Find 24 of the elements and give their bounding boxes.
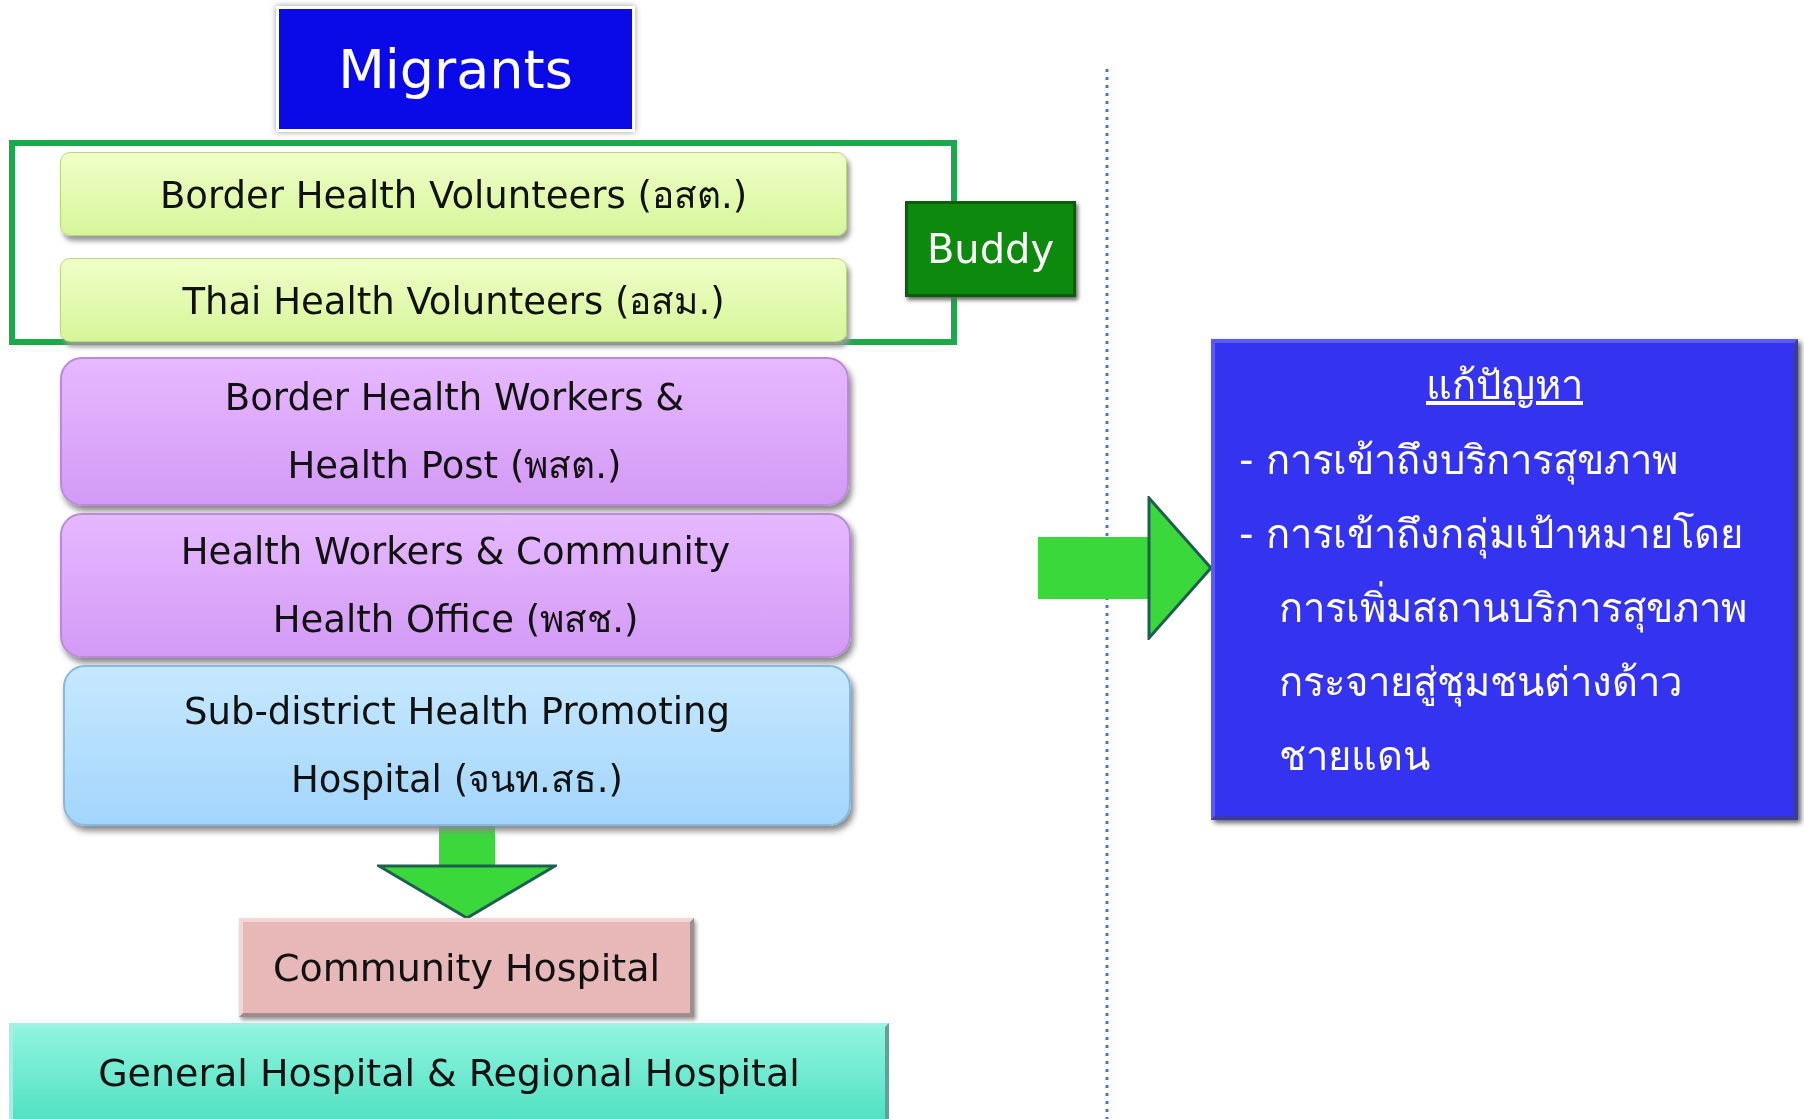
box-label: Thai Health Volunteers (อสม.) [182, 278, 725, 325]
hospital-box [9, 1023, 889, 1119]
box-label: General Hospital & Regional Hospital [98, 1051, 800, 1095]
hospital-box [239, 918, 694, 1017]
bullet-text: - การเข้าถึงบริการสุขภาพ [1239, 436, 1680, 487]
box-label: Border Health Volunteers (อสต.) [159, 172, 748, 219]
block-arrow [1038, 496, 1213, 640]
health-worker-box [60, 357, 849, 506]
box-label: Border Health Workers & Health Post (พสต.) [223, 374, 686, 489]
box-label: Community Hospital [272, 945, 661, 990]
title-text: Migrants [338, 37, 573, 101]
panel-heading: แก้ปัญหา [1426, 361, 1583, 410]
volunteer-box [60, 258, 847, 342]
title-box [276, 6, 635, 132]
volunteer-box [60, 152, 847, 236]
bullet-text: - การเข้าถึงกลุ่มเป้าหมายโดยการเพิ่มสถานบริการสุขภาพ กระจายสู่ชุมชนต่างด้าวชายแดน [1239, 510, 1748, 781]
box-label: Sub-district Health Promoting Hospital (จนท.สธ.) [183, 688, 731, 803]
block-arrow [377, 826, 557, 920]
hospital-box [63, 665, 851, 826]
buddy-box [905, 201, 1076, 297]
box-label: Health Workers & Community Health Office (พสช.) [179, 528, 732, 643]
box-label: Buddy [926, 226, 1055, 272]
solution-panel [1211, 339, 1798, 820]
health-worker-box [60, 513, 851, 658]
